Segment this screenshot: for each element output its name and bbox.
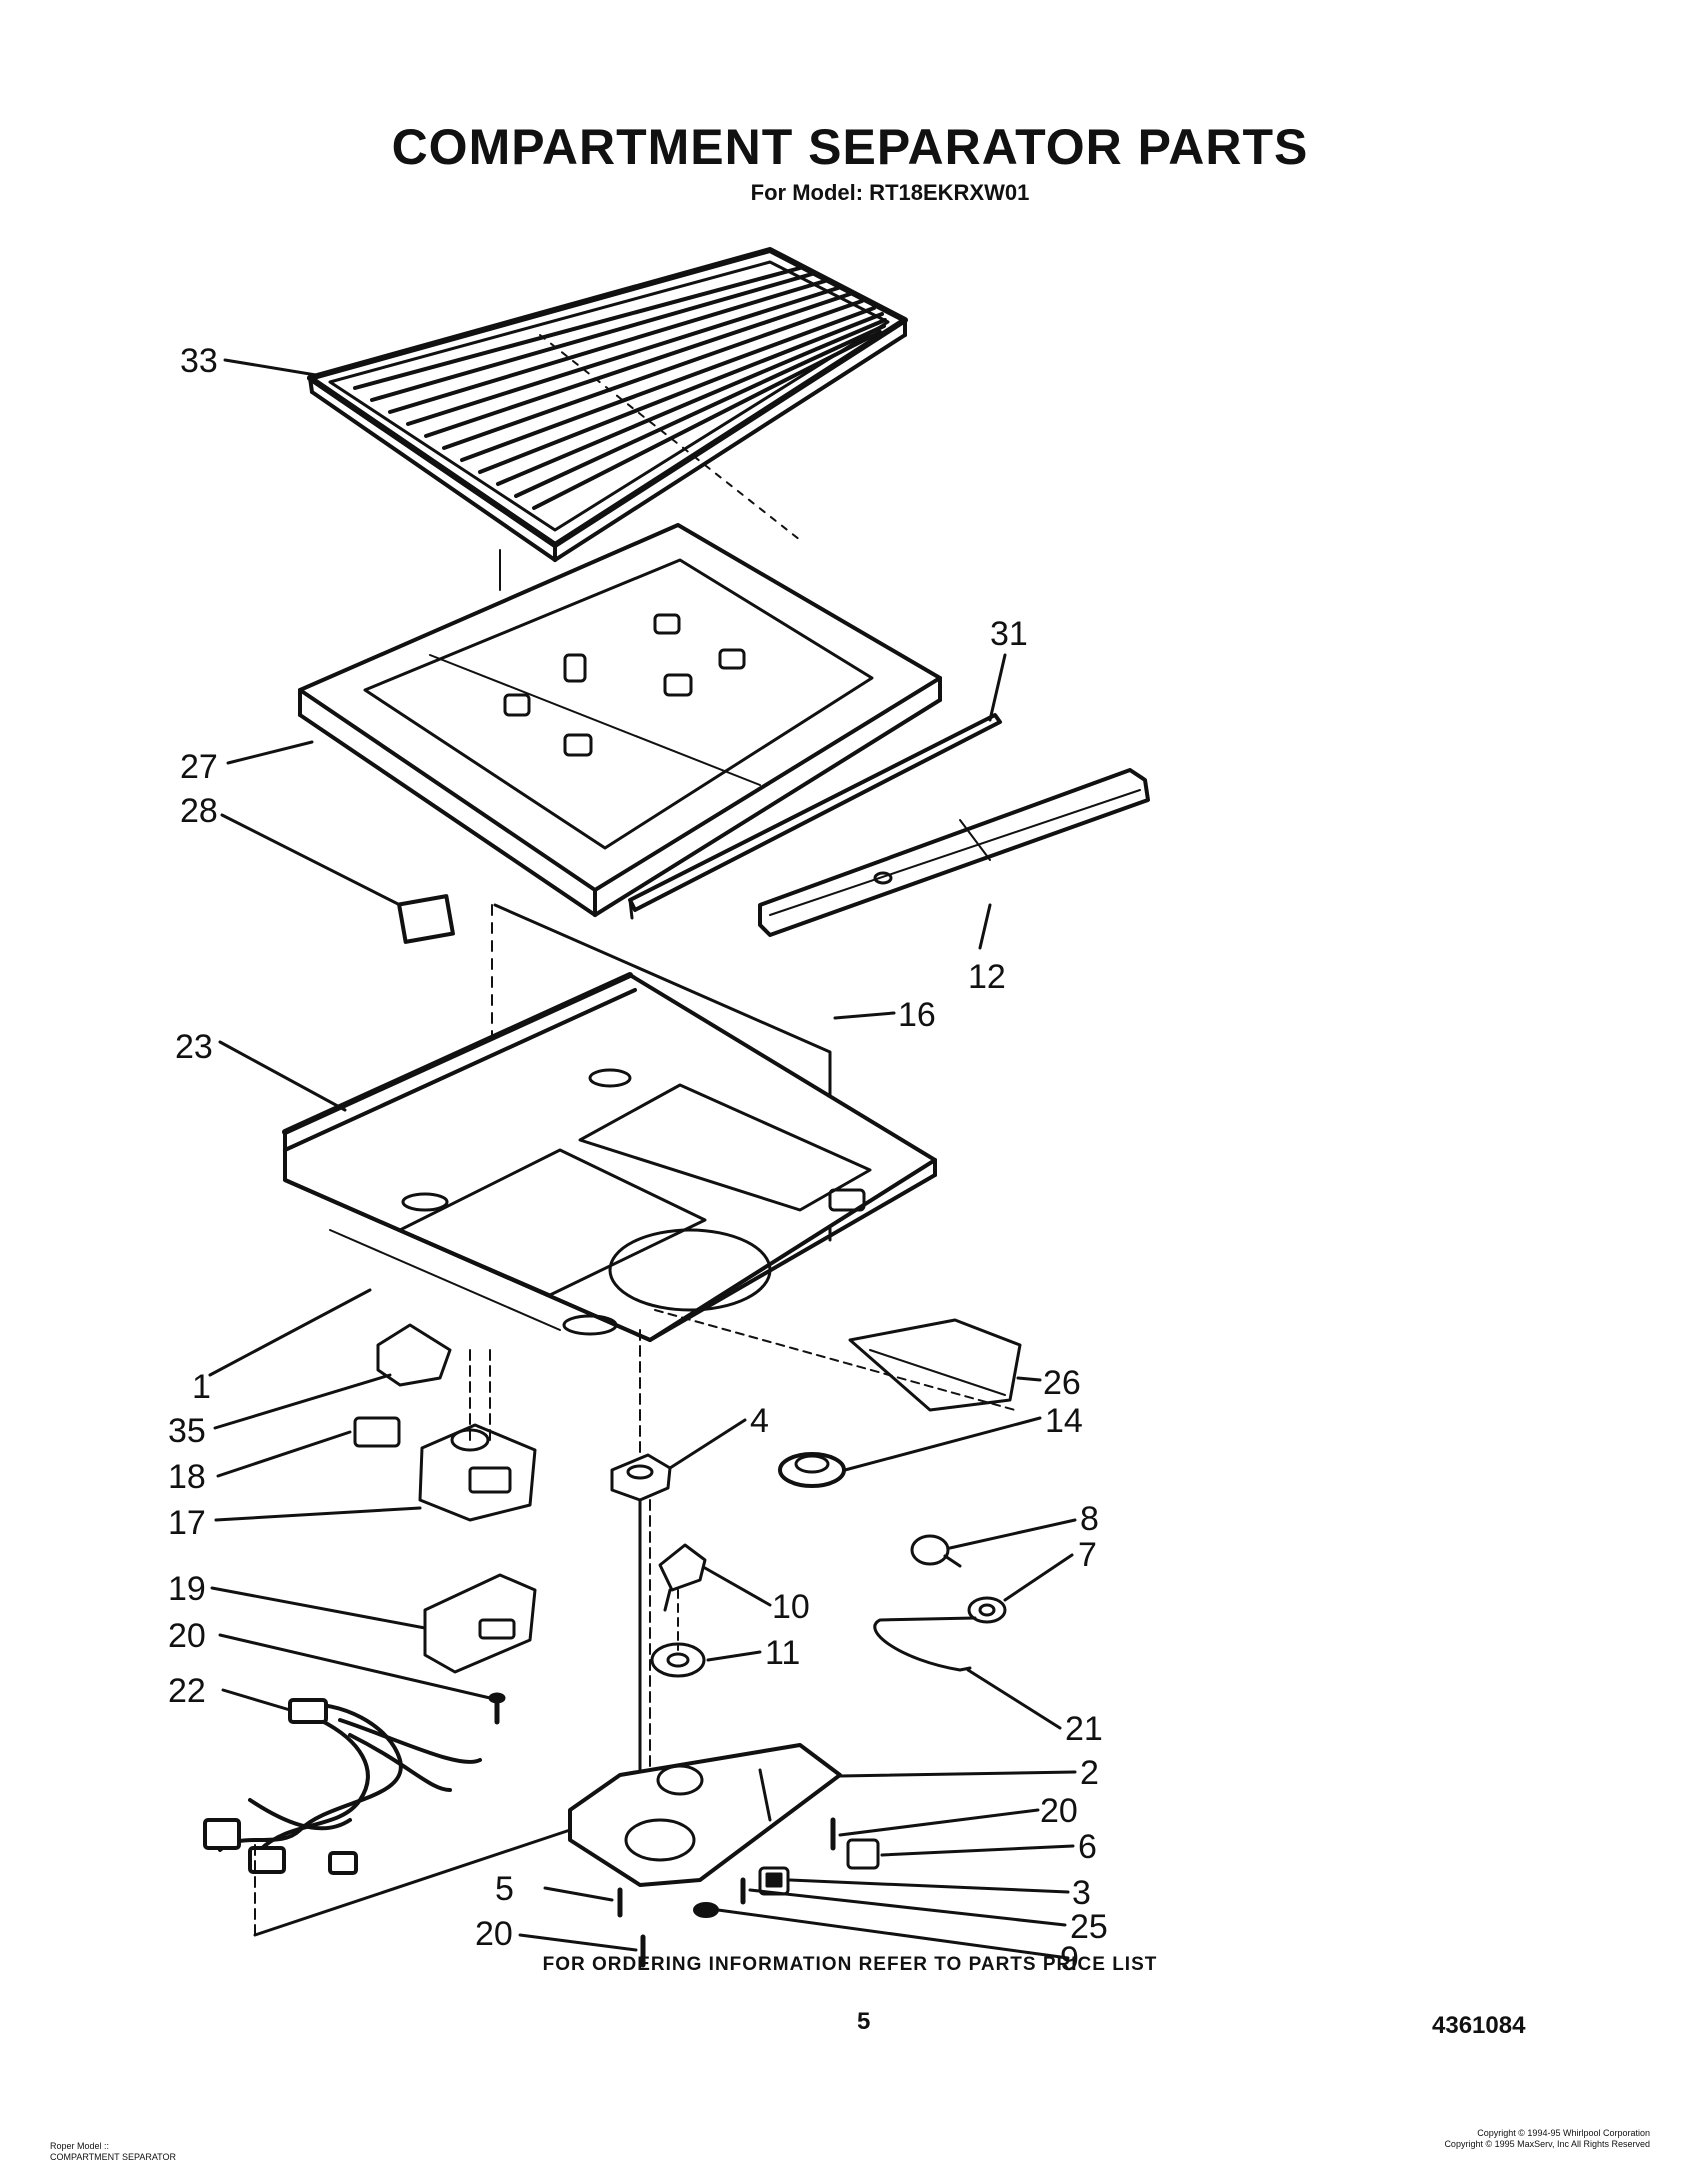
part-7-socket <box>967 1596 1007 1624</box>
callout-11: 11 <box>765 1634 800 1672</box>
callout-18: 18 <box>168 1458 206 1496</box>
callout-14: 14 <box>1045 1402 1083 1440</box>
callout-27: 27 <box>180 748 218 786</box>
callout-28: 28 <box>180 792 218 830</box>
callout-26: 26 <box>1043 1364 1081 1402</box>
callout-3: 3 <box>1072 1874 1091 1912</box>
part-4-grommet <box>610 1453 672 1502</box>
part-22-wire-harness <box>203 1698 482 1875</box>
callout-5: 5 <box>495 1870 514 1908</box>
part-9-washer <box>693 1902 719 1918</box>
part-19-bracket <box>423 1573 537 1674</box>
ordering-note: FOR ORDERING INFORMATION REFER TO PARTS … <box>542 1954 1158 1975</box>
callout-4: 4 <box>750 1402 769 1440</box>
callout-25: 25 <box>1070 1908 1108 1946</box>
part-6-switch <box>846 1838 880 1870</box>
callout-1: 1 <box>192 1368 211 1406</box>
doc-number: 4361084 <box>1432 2012 1526 2039</box>
callout-35: 35 <box>168 1412 206 1450</box>
part-27-frame <box>298 523 942 917</box>
leader-lines <box>208 358 1077 1960</box>
callout-23: 23 <box>175 1028 213 1066</box>
part-33-shelf-grille <box>307 247 908 562</box>
part-20-screw <box>488 1692 506 1725</box>
page-number: 5 <box>857 2008 871 2035</box>
callout-31: 31 <box>990 615 1028 653</box>
callout-2: 2 <box>1080 1754 1099 1792</box>
part-28-block <box>397 894 455 944</box>
part-26-cover <box>848 1318 1022 1412</box>
footer-right: Copyright © 1994-95 Whirlpool Corporatio… <box>1444 2128 1650 2150</box>
copyright-1: Copyright © 1994-95 Whirlpool Corporatio… <box>1477 2128 1650 2138</box>
part-10-thermostat <box>658 1543 707 1612</box>
callout-12: 12 <box>968 958 1006 996</box>
part-17-housing <box>418 1423 537 1522</box>
callout-20-bottom: 20 <box>475 1915 513 1953</box>
part-23-separator <box>282 972 937 1342</box>
part-21-wire <box>873 1616 977 1672</box>
part-31-strip <box>628 713 1002 912</box>
callout-21: 21 <box>1065 1710 1103 1748</box>
callout-22: 22 <box>168 1672 206 1710</box>
callout-16: 16 <box>898 996 936 1034</box>
callout-20: 20 <box>168 1617 206 1655</box>
callout-8: 8 <box>1080 1500 1099 1538</box>
callout-7: 7 <box>1078 1536 1097 1574</box>
part-14-grommet <box>778 1452 846 1488</box>
page-title: COMPARTMENT SEPARATOR PARTS <box>391 119 1309 175</box>
part-12-rail <box>758 768 1150 937</box>
part-18-light-lens <box>353 1416 401 1448</box>
part-35-plug <box>376 1323 452 1387</box>
part-2-housing <box>568 1743 842 1887</box>
callout-20-right: 20 <box>1040 1792 1078 1830</box>
section-name: COMPARTMENT SEPARATOR <box>50 2152 177 2162</box>
callout-10: 10 <box>772 1588 810 1626</box>
copyright-2: Copyright © 1995 MaxServ, Inc All Rights… <box>1444 2139 1650 2149</box>
callout-labels: 33 31 27 28 12 16 23 1 26 35 4 14 18 17 … <box>168 342 1108 1978</box>
callout-19: 19 <box>168 1570 206 1608</box>
footer-left: Roper Model :: COMPARTMENT SEPARATOR <box>50 2141 176 2163</box>
callout-9: 9 <box>1060 1940 1079 1978</box>
callout-33: 33 <box>180 342 218 380</box>
model-line: For Model: RT18EKRXW01 <box>750 180 1030 205</box>
callout-17: 17 <box>168 1504 206 1542</box>
part-8-bulb <box>910 1534 962 1568</box>
brand-model: Roper Model :: <box>50 2141 110 2151</box>
callout-6: 6 <box>1078 1828 1097 1866</box>
part-11-knob <box>650 1642 706 1678</box>
